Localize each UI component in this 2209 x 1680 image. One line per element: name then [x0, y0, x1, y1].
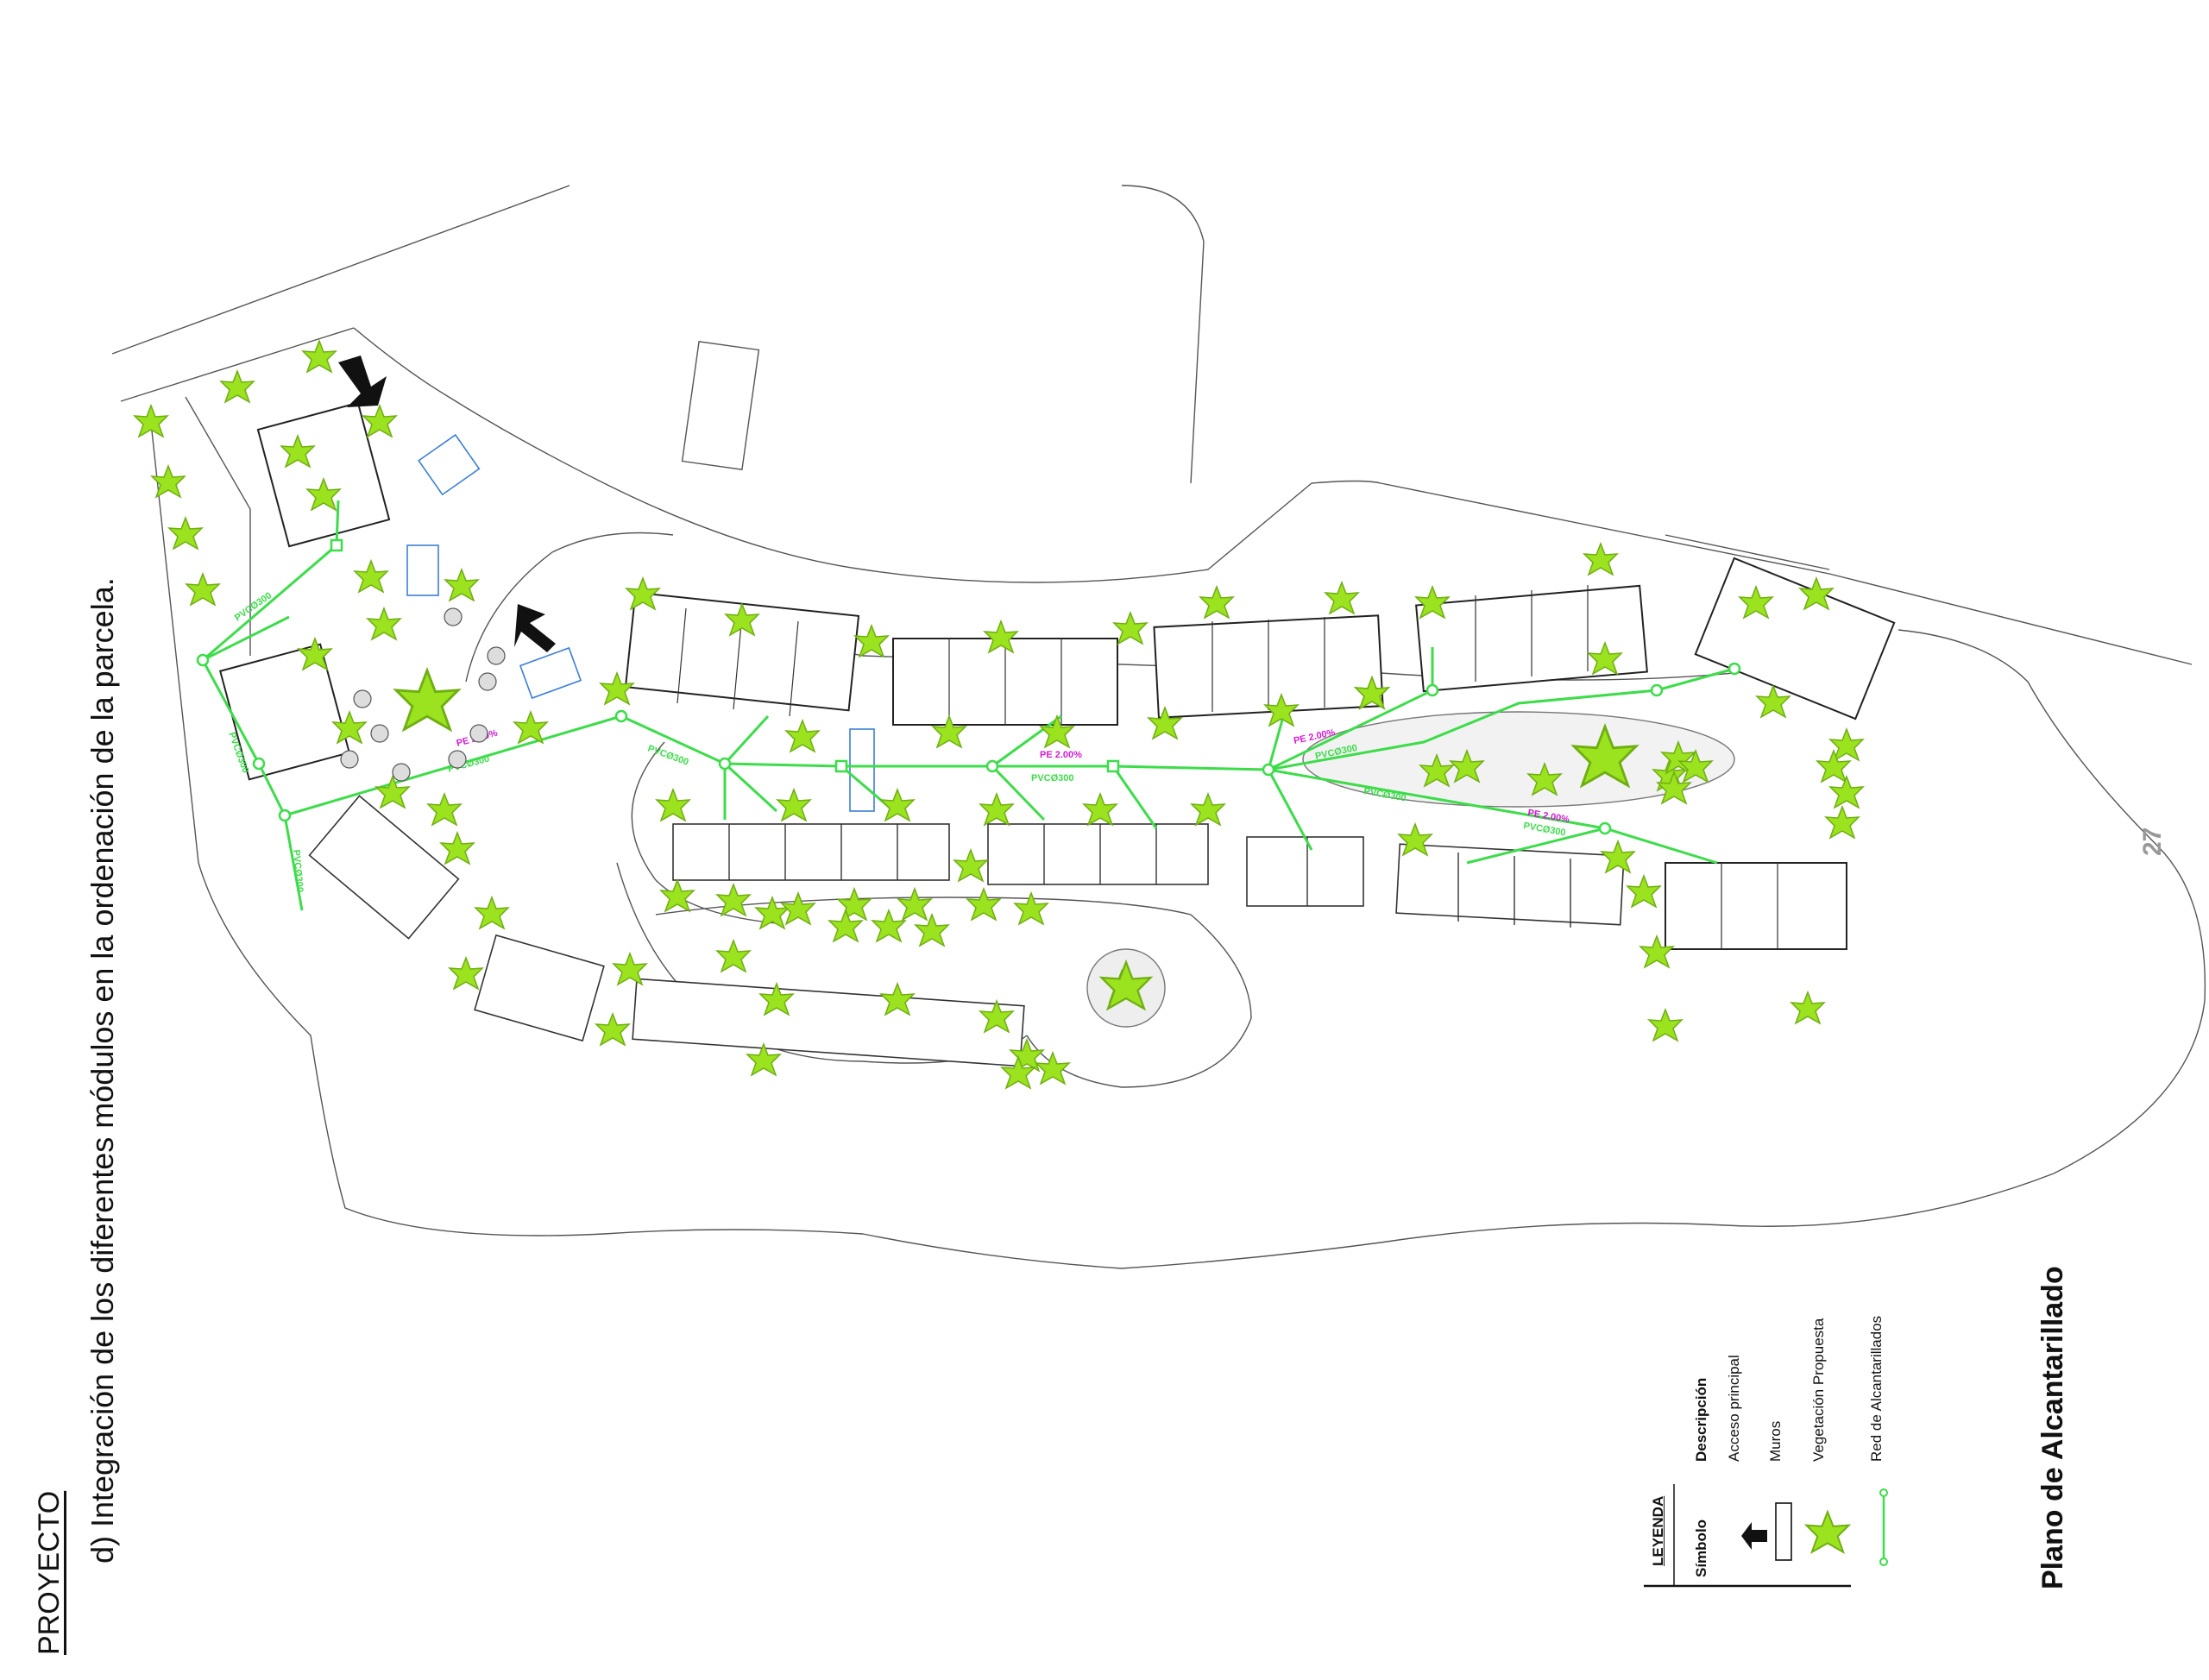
vegetation-star-icon	[1805, 1511, 1850, 1553]
plaza-trees	[340, 607, 506, 782]
existing-structure	[681, 341, 760, 470]
page-number: 27	[2138, 827, 2167, 856]
section-label: PROYECTO	[33, 1490, 66, 1655]
stairs	[406, 433, 875, 812]
wall-module-dividers	[728, 824, 1571, 928]
pipe-label: PVCØ300	[1031, 773, 1074, 783]
pipe-label: PVCØ300	[291, 849, 305, 892]
legend-item-access: Acceso principal	[1726, 1355, 1742, 1462]
legend-description-header: Descripción	[1693, 1377, 1709, 1462]
sewer-manholes	[196, 538, 1741, 835]
legend-item-walls: Muros	[1767, 1420, 1784, 1462]
legend-item-vegetation: Vegetación Propuesta	[1810, 1318, 1827, 1462]
legend-item-sewer: Red de Alcantarillados	[1868, 1315, 1885, 1462]
legend-frame	[1644, 1484, 1888, 1588]
pipe-label: PVCØ300	[646, 744, 690, 768]
wall-rectangle-icon	[1775, 1502, 1792, 1561]
block-interior-lines	[677, 585, 1778, 949]
page-subtitle: d) Integración de los diferentes módulos…	[85, 577, 120, 1564]
plan-title: Plano de Alcantarillado	[2036, 1266, 2069, 1589]
legend-symbol-header: Símbolo	[1693, 1519, 1709, 1577]
legend-title: LEYENDA	[1650, 1495, 1666, 1566]
slope-label: PE 2.00%	[1040, 750, 1082, 760]
access-arrows	[338, 356, 556, 652]
wall-modules	[308, 795, 1625, 1067]
access-arrow-icon	[1741, 1522, 1767, 1550]
